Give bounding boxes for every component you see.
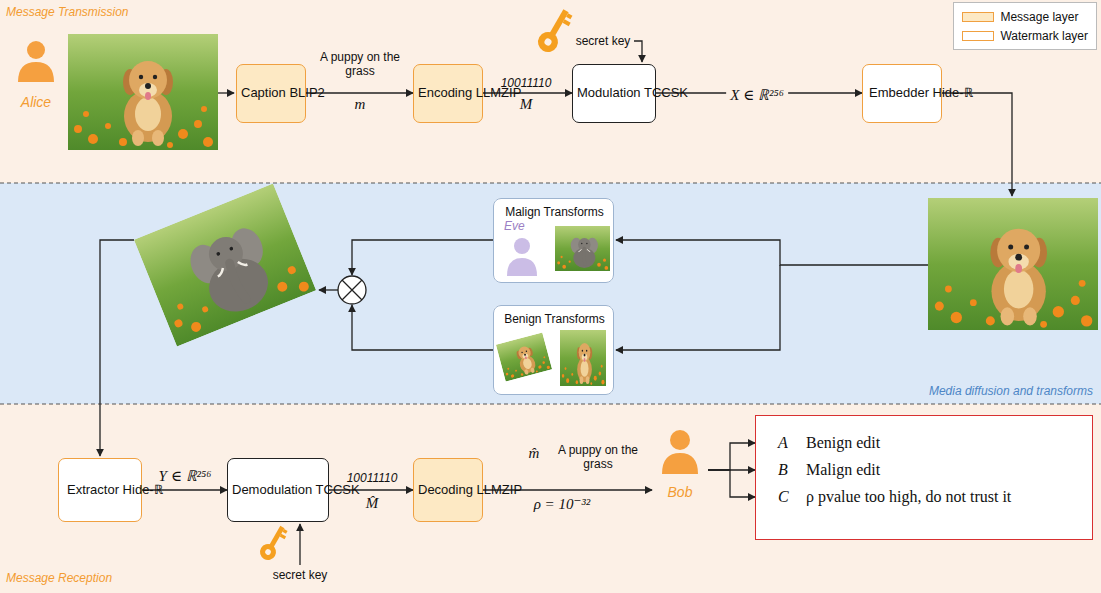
key-icon: [534, 6, 574, 56]
message-text: A puppy on the grass: [318, 50, 402, 78]
band-label: Message Transmission: [6, 5, 128, 19]
box-title: Malign Transforms: [494, 205, 615, 219]
person-name: Bob: [652, 484, 708, 500]
band-label: Message Reception: [6, 571, 112, 585]
node-label: Extractor Hide-ℝ: [67, 482, 133, 498]
node-label: Encoding LLMZIP: [418, 85, 478, 101]
process-box: Embedder Hide-ℝ: [862, 64, 942, 123]
option-text: Malign edit: [806, 461, 880, 479]
person-icon: [662, 430, 698, 474]
node-label: Demodulation TCCSK: [232, 482, 324, 498]
connector-arrow: [329, 489, 413, 490]
box-fill: [493, 198, 614, 283]
legend-label: Message layer: [1000, 10, 1078, 24]
decision-box: A Benign editB Malign editCρ pvalue too hi…: [755, 415, 1093, 540]
option-text: Benign edit: [806, 434, 880, 452]
process-box: Modulation TCCSK: [572, 64, 656, 123]
message-text: A puppy on the grass: [556, 443, 640, 471]
watermarked-photo: [928, 198, 1098, 330]
key-icon: [257, 523, 289, 563]
connector-arrow: [483, 489, 652, 490]
box-title: Benign Transforms: [494, 312, 615, 326]
puppy-photo: [68, 34, 218, 150]
band-separator: [0, 183, 1101, 404]
key-label: secret key: [576, 34, 631, 48]
receiver-person: Bob: [652, 424, 708, 505]
person-icon: [18, 41, 54, 82]
legend-label: Watermark layer: [1000, 29, 1088, 43]
legend-swatch: [962, 31, 994, 41]
option-letter: C: [778, 488, 789, 506]
process-box: Caption BLIP2: [236, 64, 306, 123]
key-label: secret key: [273, 568, 328, 582]
bit-string: 10011110: [501, 76, 552, 90]
legend-item: Message layer: [962, 7, 1088, 26]
node-label: Embedder Hide-ℝ: [869, 85, 935, 101]
connector-arrow: [483, 92, 572, 93]
vector-label: X ∈ ℝ²⁵⁶: [726, 84, 788, 104]
process-box: Extractor Hide-ℝ: [58, 458, 142, 522]
pvalue-label: ρ = 10⁻³²: [534, 495, 591, 513]
legend-item: Watermark layer: [962, 26, 1088, 45]
node-label: Caption BLIP2: [241, 85, 301, 101]
symbol-label: m̂: [529, 445, 540, 462]
benign-thumbnail: [560, 330, 606, 386]
person-icon: [507, 238, 537, 276]
option-letter: A: [778, 434, 788, 452]
combine-symbol: [338, 276, 366, 304]
malign-thumbnail: [555, 226, 610, 271]
process-box: Encoding LLMZIP: [413, 64, 483, 123]
edited-photo: [134, 184, 316, 347]
person-name: Eve: [504, 219, 525, 233]
node-label: Modulation TCCSK: [577, 85, 651, 101]
legend-swatch: [962, 12, 994, 22]
person-name: Alice: [12, 94, 60, 110]
process-box: Decoding LLMZIP: [413, 458, 483, 522]
option-letter: B: [778, 461, 788, 479]
box-fill: [493, 305, 614, 395]
symbol-label: m: [355, 96, 366, 113]
flow-line: [100, 41, 1012, 565]
symbol-label: M: [520, 96, 533, 113]
sender-person: Alice: [12, 32, 60, 108]
connector-arrow: [142, 489, 227, 490]
connector-arrow: [708, 470, 755, 497]
symbol-label: M̂: [366, 495, 379, 512]
node-label: Decoding LLMZIP: [418, 482, 478, 498]
connector-arrow: [708, 443, 755, 470]
connector-arrow: [306, 92, 413, 93]
option-text: ρ pvalue too high, do not trust it: [806, 488, 1011, 506]
legend-box: Message layerWatermark layer: [953, 2, 1097, 50]
process-box: Demodulation TCCSK: [227, 458, 329, 522]
transform-box: Malign TransformsEve: [493, 198, 614, 283]
bit-string: 10011110: [347, 471, 398, 485]
vector-label: Y ∈ ℝ²⁵⁶: [159, 465, 212, 485]
benign-thumbnail: [496, 332, 552, 381]
band-label: Media diffusion and transforms: [929, 384, 1093, 398]
transform-box: Benign Transforms: [493, 305, 614, 395]
